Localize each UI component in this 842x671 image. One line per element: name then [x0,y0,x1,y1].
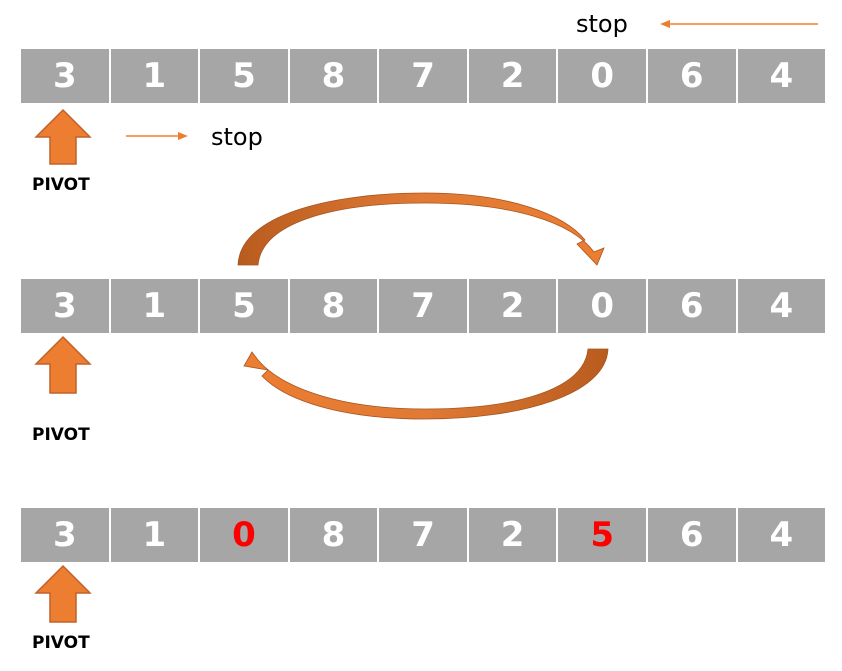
swap-arrow-bottom-icon [243,348,609,420]
pivot-up-arrow-icon [34,335,92,394]
array-cell: 7 [379,508,469,562]
array-cell: 6 [647,49,738,103]
array-cell: 5 [200,279,290,333]
array-cell: 5 [200,49,290,103]
pivot-up-arrow-icon [34,564,92,623]
swapped-cell: 0 [200,508,290,562]
array-cell: 4 [737,279,826,333]
array-cell: 2 [468,508,559,562]
pivot-up-arrow-icon [34,108,92,165]
array-cell: 3 [21,279,111,333]
array-cell: 0 [558,279,648,333]
array-cell: 0 [558,49,648,103]
array-cell: 7 [379,279,469,333]
pivot-label: PIVOT [32,175,90,195]
pivot-label: PIVOT [32,425,90,445]
array-cell: 8 [289,279,380,333]
array-row-3: 3 1 0 8 7 2 5 6 4 [21,508,826,562]
array-cell: 3 [21,508,111,562]
pivot-label: PIVOT [32,633,90,653]
stop-label-left-pointer: stop [211,123,263,151]
array-cell: 6 [647,508,738,562]
right-pointer-arrow-icon [126,132,188,140]
array-row-1: 3 1 5 8 7 2 0 6 4 [21,49,826,103]
swapped-cell: 5 [558,508,648,562]
array-cell: 4 [737,508,826,562]
array-cell: 8 [289,49,380,103]
array-cell: 6 [647,279,738,333]
array-cell: 3 [21,49,111,103]
left-pointer-arrow-icon [660,20,818,28]
array-cell: 1 [110,279,201,333]
array-cell: 1 [110,49,201,103]
array-cell: 7 [379,49,469,103]
array-cell: 1 [110,508,201,562]
array-cell: 2 [468,279,559,333]
array-cell: 4 [737,49,826,103]
array-row-2: 3 1 5 8 7 2 0 6 4 [21,279,826,333]
array-cell: 2 [468,49,559,103]
stop-label-right-pointer: stop [576,10,628,38]
swap-arrow-top-icon [237,192,605,266]
array-cell: 8 [289,508,380,562]
